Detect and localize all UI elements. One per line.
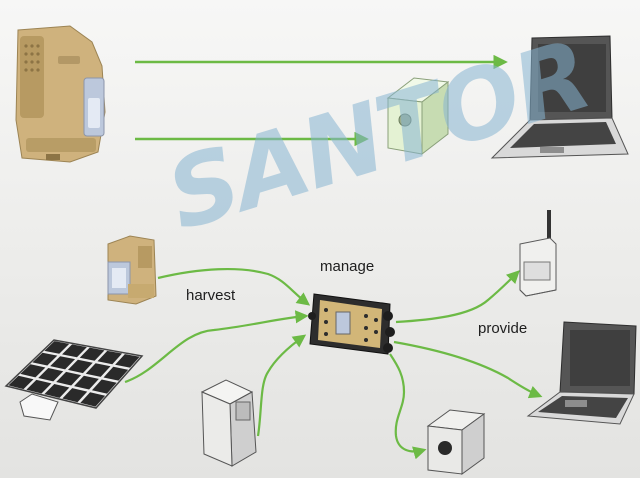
label-harvest: harvest [186, 287, 236, 304]
solar-cell [97, 350, 123, 365]
solar-cell [91, 379, 117, 394]
solar-panel-icon [4, 339, 144, 421]
solar-cell [50, 356, 76, 370]
solar-cell [20, 364, 46, 378]
label-provide: provide [478, 320, 528, 337]
solar-cell [74, 375, 99, 390]
solar-cell [32, 352, 58, 366]
cube-sensor-icon [386, 77, 450, 156]
power-hub-icon [308, 293, 395, 355]
solar-cell [38, 368, 64, 382]
solar-cell [62, 344, 87, 358]
fuel-cell-icon [200, 379, 257, 467]
solar-cell [85, 363, 111, 377]
solar-cell [80, 392, 106, 407]
solar-cell [62, 388, 88, 403]
solar-cell [44, 383, 70, 398]
battery-pack-icon [107, 235, 157, 305]
solar-cell [103, 366, 129, 381]
solar-cell [56, 371, 82, 386]
laptop-icon [490, 35, 629, 159]
cube-sensor-icon [426, 409, 486, 475]
solar-cell [8, 375, 34, 390]
solar-cell [79, 347, 105, 361]
solar-cell [26, 379, 52, 394]
laptop-icon [526, 321, 637, 425]
solar-cell [115, 354, 140, 368]
label-manage: manage [320, 258, 375, 275]
solar-cell [67, 359, 93, 374]
power-manager-device-icon [15, 25, 106, 163]
radio-icon [519, 210, 557, 297]
solar-cell [44, 341, 70, 354]
